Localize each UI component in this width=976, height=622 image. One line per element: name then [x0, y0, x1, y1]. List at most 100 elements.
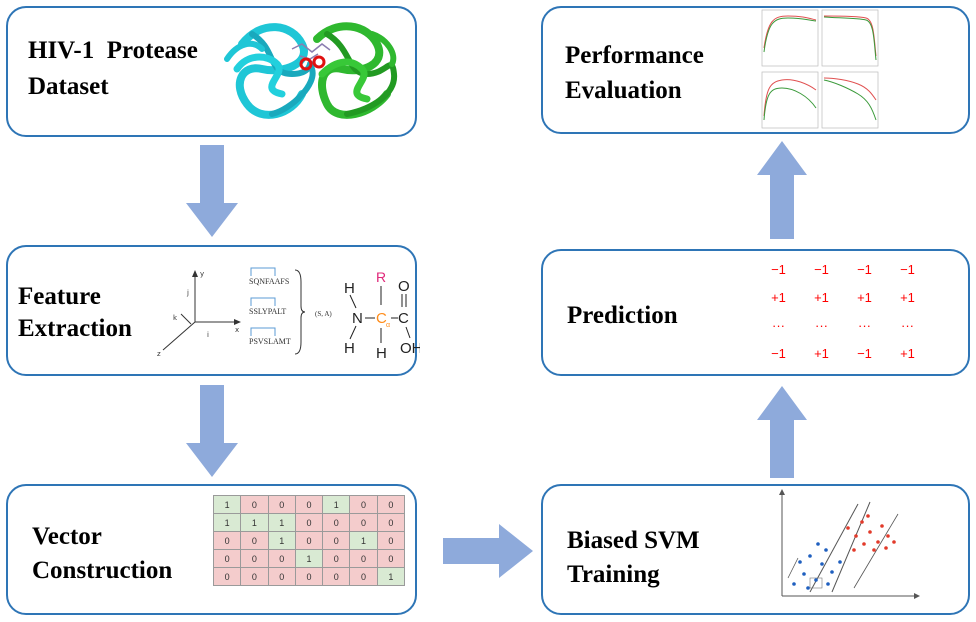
sequence-2: SSLYPALT [249, 307, 286, 316]
matrix-cell: 0 [240, 549, 269, 568]
matrix-cell: 0 [376, 549, 406, 568]
prediction-value: +1 [900, 290, 915, 305]
prediction-value: ··· [858, 318, 871, 333]
atom-c-alpha: C [376, 310, 387, 327]
matrix-cell: 1 [212, 513, 242, 532]
vector-label-line2: Construction [32, 557, 173, 584]
atom-oh: OH [400, 340, 420, 357]
matrix-cell: 0 [322, 567, 351, 586]
matrix-cell: 1 [267, 513, 296, 532]
matrix-cell: 0 [267, 567, 296, 586]
atom-c: C [398, 310, 409, 327]
prediction-value: +1 [814, 290, 829, 305]
matrix-cell: 1 [212, 495, 242, 514]
svm-training-box [541, 484, 970, 615]
axis-label-y: y [200, 270, 204, 278]
matrix-cell: 0 [294, 513, 324, 532]
matrix-cell: 0 [212, 549, 242, 568]
axis-label-j: j [186, 289, 189, 297]
performance-box [541, 6, 970, 134]
feature-extraction-box [6, 245, 417, 376]
matrix-cell: 1 [294, 549, 324, 568]
prediction-value: +1 [857, 290, 872, 305]
down-arrow-1 [186, 145, 238, 237]
atom-h2: H [344, 340, 355, 357]
matrix-cell: 0 [240, 567, 269, 586]
prediction-value: ··· [901, 318, 914, 333]
svm-scatter-diagram [779, 489, 920, 599]
protease-structure-image [224, 22, 398, 119]
amino-acid-structure: H H N R C α H C O OH [344, 269, 420, 362]
performance-label-line2: Evaluation [565, 77, 682, 104]
sequence-1: SQNFAAFS [249, 277, 289, 286]
negative-class-points [792, 542, 842, 590]
right-arrow [443, 524, 533, 578]
matrix-cell: 0 [267, 495, 296, 514]
svm-label-line1: Biased SVM [567, 527, 700, 554]
positive-class-points [846, 514, 896, 552]
prediction-value: ··· [772, 318, 785, 333]
prediction-values-grid: −1−1−1−1+1+1+1+1············−1+1−1+1 [757, 260, 929, 364]
prediction-value: −1 [857, 262, 872, 277]
prediction-value: −1 [900, 262, 915, 277]
matrix-cell: 0 [240, 531, 269, 550]
matrix-cell: 0 [349, 567, 378, 586]
matrix-cell: 1 [267, 531, 296, 550]
prediction-value: +1 [814, 346, 829, 361]
feature-label-line2: Extraction [18, 315, 132, 342]
matrix-cell: 0 [267, 549, 296, 568]
prediction-label: Prediction [567, 302, 678, 329]
matrix-cell: 0 [294, 567, 324, 586]
matrix-cell: 0 [212, 531, 242, 550]
matrix-cell: 0 [212, 567, 242, 586]
sequence-3: PSVSLAMT [249, 337, 291, 346]
matrix-cell: 0 [240, 495, 269, 514]
matrix-cell: 0 [349, 513, 378, 532]
matrix-cell: 0 [376, 513, 406, 532]
pair-label: (S, A) [315, 310, 332, 318]
svm-label-line2: Training [567, 561, 660, 588]
matrix-cell: 0 [376, 531, 406, 550]
matrix-cell: 0 [349, 549, 378, 568]
performance-curves-image [761, 9, 879, 129]
matrix-cell: 0 [349, 495, 378, 514]
dataset-label-line2: Dataset [28, 73, 109, 100]
matrix-cell: 0 [322, 549, 351, 568]
feature-axes-diagram: y j k i x z [157, 270, 241, 358]
matrix-cell: 0 [322, 531, 351, 550]
atom-r: R [376, 269, 386, 285]
matrix-cell: 1 [349, 531, 378, 550]
up-arrow-2 [757, 141, 807, 239]
axis-label-k: k [173, 314, 178, 322]
dataset-label-line1: HIV-1 Protease [28, 37, 198, 64]
prediction-value: −1 [857, 346, 872, 361]
prediction-value: −1 [814, 262, 829, 277]
prediction-value: ··· [815, 318, 828, 333]
prediction-value: +1 [771, 290, 786, 305]
axis-label-x: x [235, 326, 239, 334]
atom-o: O [398, 278, 410, 295]
atom-h1: H [344, 280, 355, 297]
sequence-pairs-diagram: SQNFAAFS SSLYPALT PSVSLAMT (S, A) [249, 267, 332, 355]
vector-label-line1: Vector [32, 523, 102, 550]
feature-label-line1: Feature [18, 283, 101, 310]
down-arrow-2 [186, 385, 238, 477]
atom-n: N [352, 310, 363, 327]
prediction-value: −1 [771, 262, 786, 277]
axis-label-z: z [157, 350, 161, 358]
matrix-cell: 0 [294, 495, 324, 514]
matrix-cell: 1 [240, 513, 269, 532]
prediction-box [541, 249, 970, 376]
atom-h3: H [376, 345, 387, 362]
matrix-cell: 0 [376, 495, 406, 514]
matrix-cell: 0 [322, 513, 351, 532]
atom-c-alpha-subscript: α [386, 322, 390, 329]
prediction-value: +1 [900, 346, 915, 361]
performance-label-line1: Performance [565, 42, 704, 69]
